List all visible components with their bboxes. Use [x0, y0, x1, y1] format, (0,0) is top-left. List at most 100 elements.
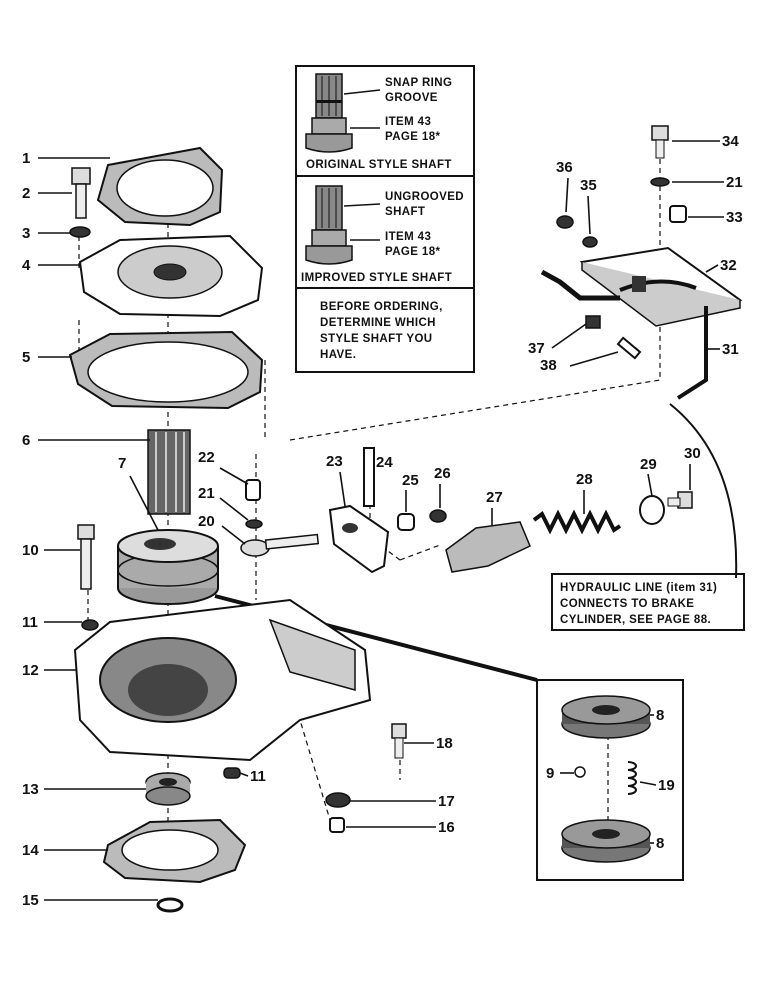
part-number-label: 1: [22, 150, 30, 167]
hydraulic-line-curve: [669, 403, 738, 579]
part-number-label: 3: [22, 225, 30, 242]
part-number-label: 22: [198, 449, 215, 466]
part-number-label: 15: [22, 892, 39, 909]
part-number-label: 30: [684, 445, 701, 462]
seal-17: [325, 792, 351, 808]
callout-leader: [587, 195, 591, 235]
washer-21-top: [650, 177, 670, 187]
bolt-34: [651, 125, 669, 159]
bolt-22: [245, 479, 261, 501]
hydraulic-note-text: HYDRAULIC LINE (item 31)CONNECTS TO BRAK…: [560, 582, 717, 626]
plug-16: [329, 817, 345, 833]
original-shaft-icon: [305, 73, 381, 153]
snap-ring: [156, 897, 184, 913]
bracket-23: [328, 504, 390, 574]
part-number-label: 21: [726, 174, 743, 191]
pin-11: [81, 619, 99, 631]
hydraulic-note-box: HYDRAULIC LINE (item 31)CONNECTS TO BRAK…: [551, 573, 745, 631]
bolt-2: [71, 167, 91, 219]
spring-28: [532, 509, 622, 535]
part-number-label: 11: [250, 768, 266, 785]
part-number-label: 8: [656, 835, 664, 852]
callout-leader: [219, 497, 249, 521]
part-number-label: 10: [22, 542, 39, 559]
bearing: [145, 772, 191, 806]
part-number-label: 11: [22, 614, 38, 631]
brake-housing: [73, 598, 372, 762]
washer-35: [582, 236, 598, 248]
clevis-20: [240, 533, 320, 557]
part-number-label: 32: [720, 257, 737, 274]
part-number-label: 31: [722, 341, 739, 358]
part-number-label: 20: [198, 513, 215, 530]
spline-coupling: [147, 429, 191, 515]
ball-9: [574, 766, 586, 778]
callout-leader: [239, 772, 249, 777]
bolt-33: [669, 205, 687, 223]
callout-leader: [219, 467, 249, 485]
part-number-label: 33: [726, 209, 743, 226]
part-number-label: 24: [376, 454, 393, 471]
part-number-label: 37: [528, 340, 545, 357]
part-number-label: 25: [402, 472, 419, 489]
part-number-label: 28: [576, 471, 593, 488]
screw-38: [616, 336, 642, 360]
part-number-label: 14: [22, 842, 39, 859]
bolt-10: [77, 524, 95, 590]
part-number-label: 4: [22, 257, 31, 274]
part-number-label: 29: [640, 456, 657, 473]
lever-rod: [540, 269, 620, 301]
part-number-label: 5: [22, 349, 30, 366]
part-number-label: 27: [486, 489, 503, 506]
part-number-label: 36: [556, 159, 573, 176]
part-number-label: 7: [118, 455, 126, 472]
spacer-25: [397, 513, 415, 531]
valve-plate: [579, 246, 743, 327]
improved-shaft-caption: IMPROVED STYLE SHAFT: [301, 272, 452, 284]
disc-8-top: [561, 695, 651, 739]
part-number-label: 16: [438, 819, 455, 836]
nut-26: [429, 509, 447, 523]
part-number-label: 18: [436, 735, 453, 752]
improved-shaft-icon: [305, 185, 381, 265]
washer-21: [245, 519, 263, 529]
hydraulic-tube-31: [676, 306, 708, 400]
callout-leader: [705, 264, 719, 273]
part-number-label: 38: [540, 357, 557, 374]
part-number-label: 34: [722, 133, 739, 150]
callout-leader: [221, 525, 246, 545]
part-number-label: 17: [438, 793, 455, 810]
callout-leader: [129, 475, 159, 531]
part-number-label: 13: [22, 781, 39, 798]
pin-24: [363, 447, 375, 507]
part-number-label: 2: [22, 185, 30, 202]
callout-leader: [639, 781, 657, 786]
callout-leader: [339, 471, 346, 507]
bolt-18: [391, 723, 407, 759]
part-number-label: 21: [198, 485, 215, 502]
piston-27: [445, 521, 531, 573]
parts-illustration: [68, 125, 743, 913]
bolt-30: [667, 491, 693, 509]
clip-37: [585, 315, 601, 329]
nut-36: [556, 215, 574, 229]
part-number-label: 19: [658, 777, 675, 794]
part-number-label: 23: [326, 453, 343, 470]
spring-19: [627, 761, 637, 795]
clutch-pack: [117, 529, 219, 605]
pin-11-lower: [223, 767, 241, 779]
part-number-label: 9: [546, 765, 554, 782]
callout-leader: [551, 323, 587, 349]
part-number-label: 26: [434, 465, 451, 482]
part-number-label: 12: [22, 662, 39, 679]
collar-29: [639, 495, 665, 525]
part-number-label: 6: [22, 432, 30, 449]
original-shaft-caption: ORIGINAL STYLE SHAFT: [306, 159, 452, 171]
